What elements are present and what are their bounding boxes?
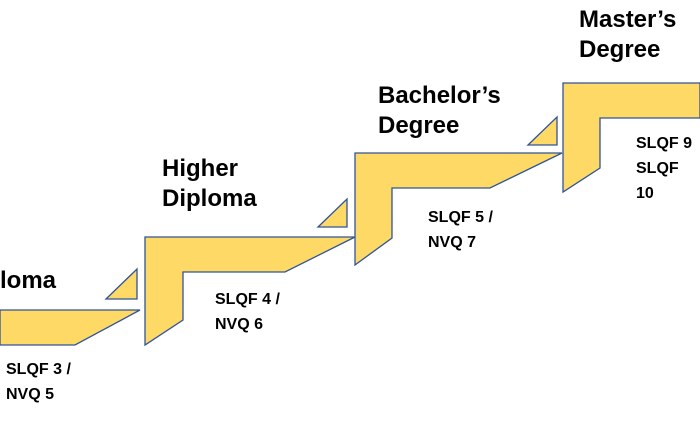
step-shape-4 xyxy=(562,82,700,194)
step-shape-3 xyxy=(354,152,563,267)
riser-triangle-1 xyxy=(104,267,138,300)
step-level-masters-degree: SLQF 9 SLQF 10 xyxy=(636,135,693,202)
step-level-bachelors-degree: SLQF 5 / NVQ 7 xyxy=(428,209,493,251)
step-level-diploma: SLQF 3 / NVQ 5 xyxy=(6,361,71,403)
step-shape-1 xyxy=(0,309,141,346)
riser-triangle-3 xyxy=(526,115,558,146)
step-title-bachelors-degree: Bachelor’s Degree xyxy=(378,82,501,139)
step-title-higher-diploma: Higher Diploma xyxy=(162,155,257,212)
step-title-masters-degree: Master’s Degree xyxy=(579,6,677,63)
step-level-higher-diploma: SLQF 4 / NVQ 6 xyxy=(215,291,280,333)
riser-triangle-2 xyxy=(316,197,348,228)
step-title-diploma: loma xyxy=(0,267,57,294)
